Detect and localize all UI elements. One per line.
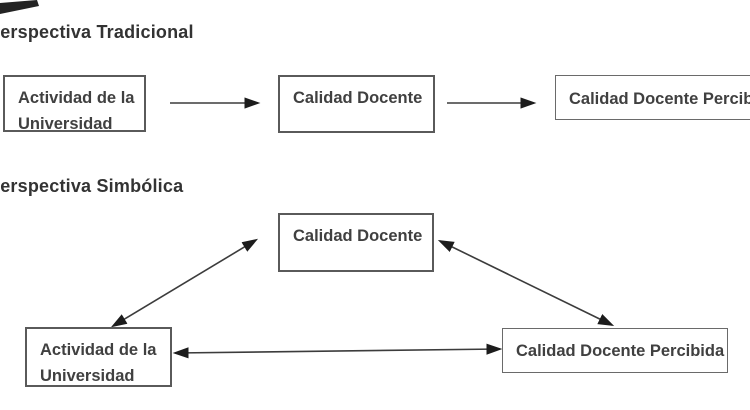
box-label-line: Calidad Docente <box>293 89 423 107</box>
box-traditional-teaching-quality: Calidad Docente <box>278 75 435 133</box>
box-label-line: Universidad <box>40 367 135 385</box>
section-title-symbolic: Perspectiva Simbólica <box>0 176 184 196</box>
box-symbolic-teaching-quality: Calidad Docente <box>278 213 434 272</box>
box-traditional-university-activity: Actividad de la Universidad <box>3 75 146 133</box>
box-label-line: Calidad Docente <box>293 227 423 245</box>
corner-stroke-artifact <box>0 0 39 14</box>
box-symbolic-university-activity: Actividad de la Universidad <box>25 327 172 387</box>
box-label-line: Calidad Docente Percibida <box>516 342 725 360</box>
box-symbolic-perceived-quality: Calidad Docente Percibida <box>502 328 728 373</box>
box-label-line: Universidad <box>18 115 113 133</box>
arrow-symbolic-activity-perceived <box>172 343 503 359</box>
arrow-symbolic-activity-quality <box>110 238 259 328</box>
arrow-symbolic-quality-perceived <box>437 239 615 327</box>
box-label-line: Calidad Docente Percibida <box>569 90 750 108</box>
box-traditional-perceived-quality: Calidad Docente Percibida <box>555 75 750 120</box>
box-label-line: Actividad de la <box>40 341 157 359</box>
section-title-traditional: Perspectiva Tradicional <box>0 22 194 42</box>
box-label-line: Actividad de la <box>18 89 135 107</box>
